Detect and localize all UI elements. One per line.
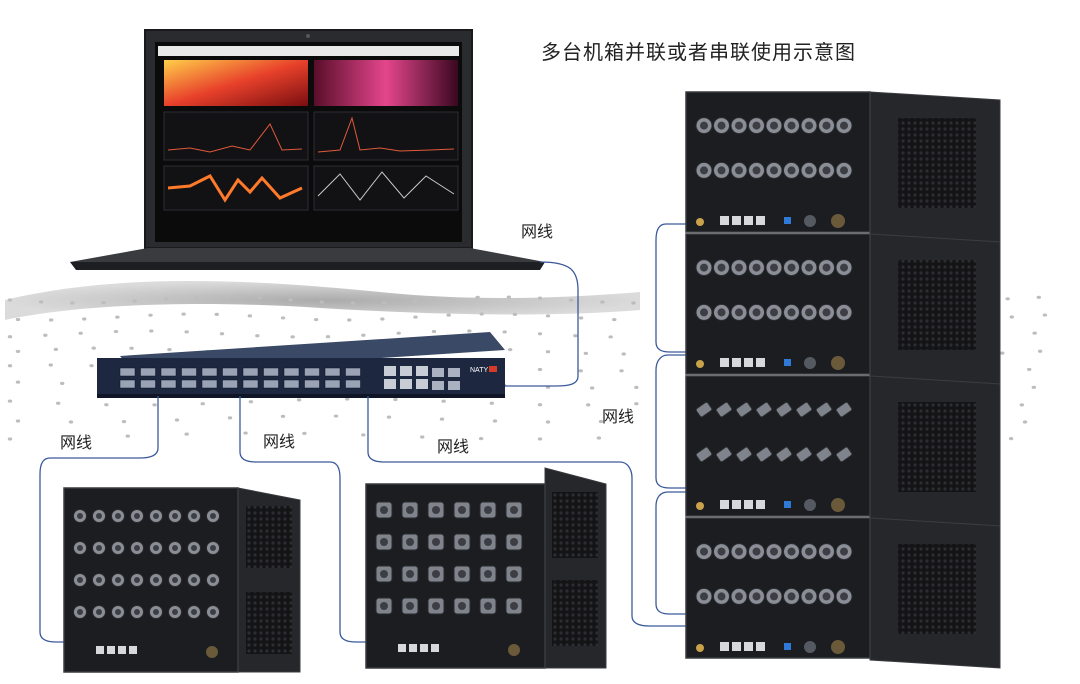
switch-brand-mark [489,366,497,372]
laptop [70,30,545,270]
chassis-stack [686,92,1000,668]
cable-label-laptop: 网线 [521,218,553,242]
chassis-bottom-left [64,488,300,672]
cable-label-right: 网线 [437,433,469,457]
cable-label-left: 网线 [60,429,92,453]
cable-label-stack: 网线 [602,403,634,427]
switch-brand-logo: NATY [470,367,488,374]
chassis-bottom-middle [366,468,606,668]
cable-label-middle: 网线 [263,428,295,452]
network-switch: NATY [97,332,505,398]
cable-laptop-switch [505,262,578,386]
